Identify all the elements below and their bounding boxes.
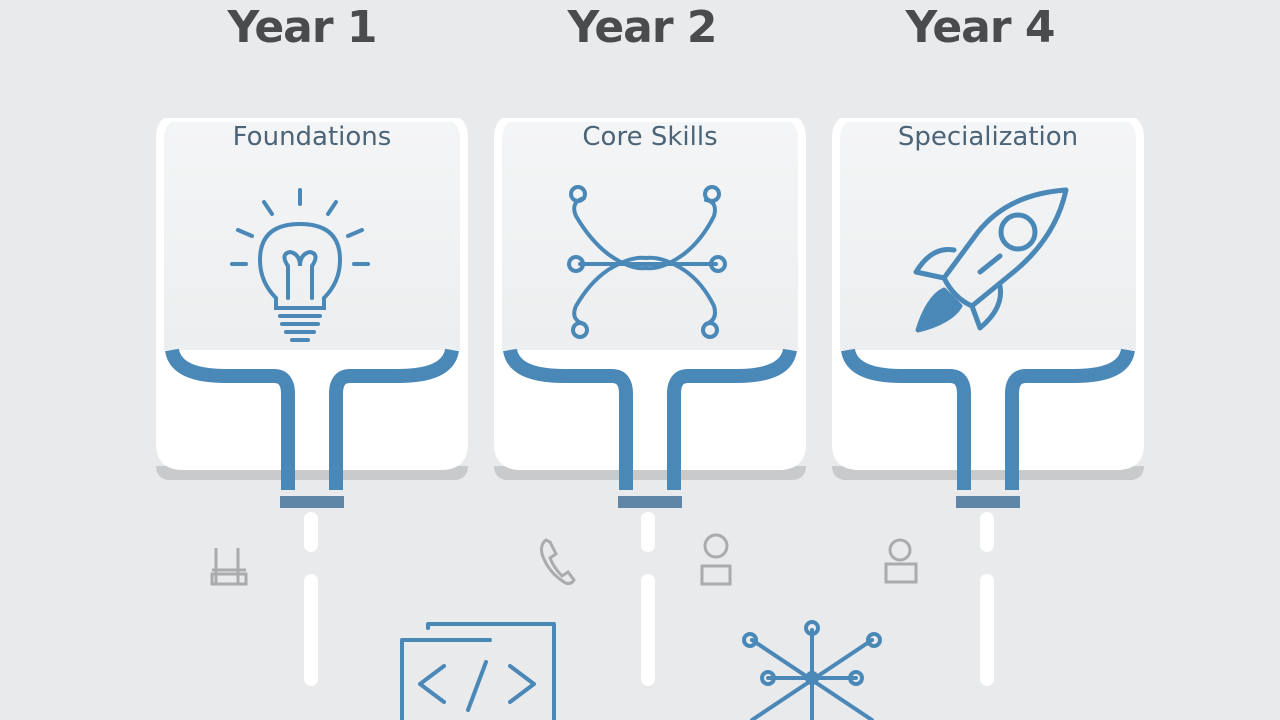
code-window-icon bbox=[400, 622, 556, 720]
person-icon bbox=[700, 533, 732, 586]
robot-icon bbox=[884, 538, 918, 584]
network-nodes-icon bbox=[567, 185, 727, 339]
stage-card-specialization: Specialization bbox=[832, 118, 1144, 508]
tools-icon bbox=[210, 548, 248, 586]
year-2-heading: Year 2 bbox=[567, 2, 718, 53]
card-title-specialization: Specialization bbox=[897, 122, 1079, 152]
timeline-connector bbox=[304, 574, 318, 686]
timeline-connector bbox=[641, 574, 655, 686]
phone-icon bbox=[540, 538, 576, 586]
timeline-connector bbox=[980, 574, 994, 686]
card-title-core-skills: Core Skills bbox=[582, 122, 718, 152]
hub-network-icon bbox=[742, 620, 882, 720]
lightbulb-icon bbox=[230, 188, 370, 342]
year-1-heading: Year 1 bbox=[227, 2, 378, 53]
timeline-connector bbox=[641, 512, 655, 552]
rocket-icon bbox=[913, 187, 1069, 333]
card-shape bbox=[494, 118, 806, 508]
timeline-connector bbox=[980, 512, 994, 552]
card-title-foundations: Foundations bbox=[232, 122, 392, 152]
timeline-connector bbox=[304, 512, 318, 552]
year-4-heading: Year 4 bbox=[905, 2, 1056, 53]
stage-card-core-skills: Core Skills bbox=[494, 118, 806, 508]
stage-card-foundations: Foundations bbox=[156, 118, 468, 508]
